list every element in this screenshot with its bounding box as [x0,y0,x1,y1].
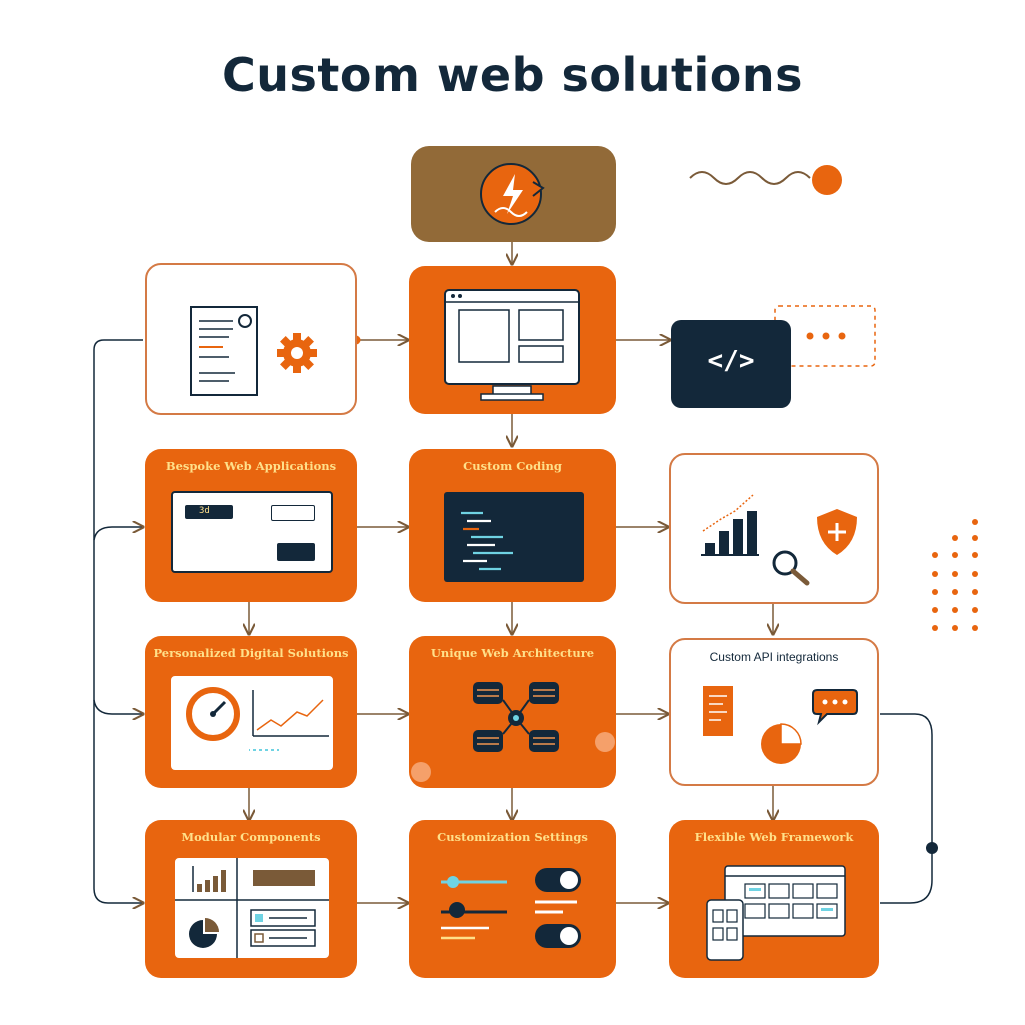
node-modular-components: Modular Components [145,820,357,978]
bar-chart-icon [701,494,759,556]
document-icon [190,306,258,396]
node-label: Customization Settings [437,830,588,844]
node-unique-web-architecture: Unique Web Architecture [409,636,616,788]
framework-window-icon [706,865,846,961]
node-custom-api-integrations: Custom API integrations [669,638,879,786]
node-label: Custom Coding [463,459,562,473]
code-editor-icon [444,492,584,582]
page-title: Custom web solutions [221,48,804,102]
document-settings-node [145,263,357,415]
gear-icon [277,333,317,373]
network-icon [473,682,559,752]
dot-grid-decoration [932,519,978,631]
mini-badge: 3d [199,506,210,516]
wave-decoration [689,171,811,185]
node-label: Personalized Digital Solutions [153,646,349,660]
shield-plus-icon [817,509,857,555]
node-label: Custom API integrations [709,650,839,664]
node-custom-coding: Custom Coding [409,449,616,602]
line-chart-icon [249,690,329,751]
analytics-security-node [669,453,879,604]
chat-bubble-icon [812,689,858,726]
magnifier-icon [772,550,810,586]
node-label: Bespoke Web Applications [165,459,337,473]
monitor-node [409,266,616,414]
modules-grid-icon [175,858,329,958]
node-flexible-web-framework: Flexible Web Framework [669,820,879,978]
app-window-panel: 3d [171,491,333,573]
code-tag-node: </> [671,320,791,408]
pie-chart-icon [761,723,802,764]
monitor-icon [444,289,580,401]
slider-icon [441,876,507,940]
node-label: Modular Components [181,830,321,844]
node-label: Unique Web Architecture [430,646,595,660]
code-icon: </> [707,346,755,376]
node-label: Flexible Web Framework [694,830,854,844]
start-node [411,146,616,242]
toggle-icon [535,868,581,948]
node-personalized-digital-solutions: Personalized Digital Solutions [145,636,357,788]
document-icon [703,686,733,736]
node-bespoke-web-applications: Bespoke Web Applications 3d [145,449,357,602]
node-customization-settings: Customization Settings [409,820,616,978]
lightning-icon [480,163,545,225]
gauge-icon [186,687,240,741]
